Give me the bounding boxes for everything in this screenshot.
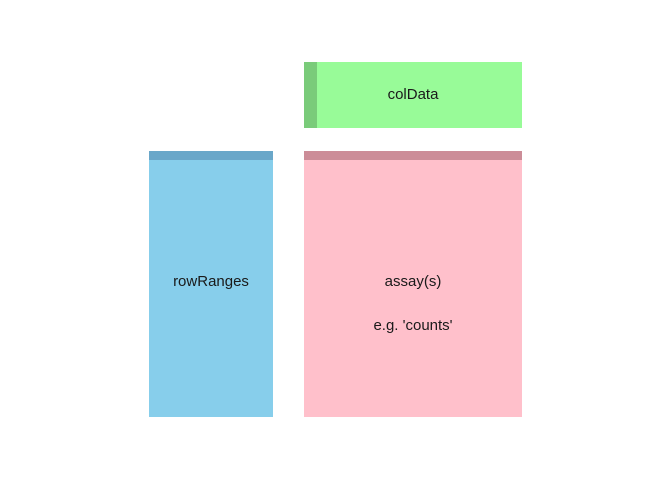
coldata-accent-stripe xyxy=(304,62,317,128)
rowranges-label: rowRanges xyxy=(173,273,249,290)
coldata-block: colData xyxy=(304,62,522,128)
assay-block: assay(s) e.g. 'counts' xyxy=(304,151,522,417)
rowranges-block: rowRanges xyxy=(149,151,273,417)
coldata-label: colData xyxy=(387,86,439,103)
assay-label: assay(s) xyxy=(384,273,442,290)
assay-accent-stripe xyxy=(304,151,522,160)
rowranges-accent-stripe xyxy=(149,151,273,160)
assay-sublabel: e.g. 'counts' xyxy=(373,317,453,334)
